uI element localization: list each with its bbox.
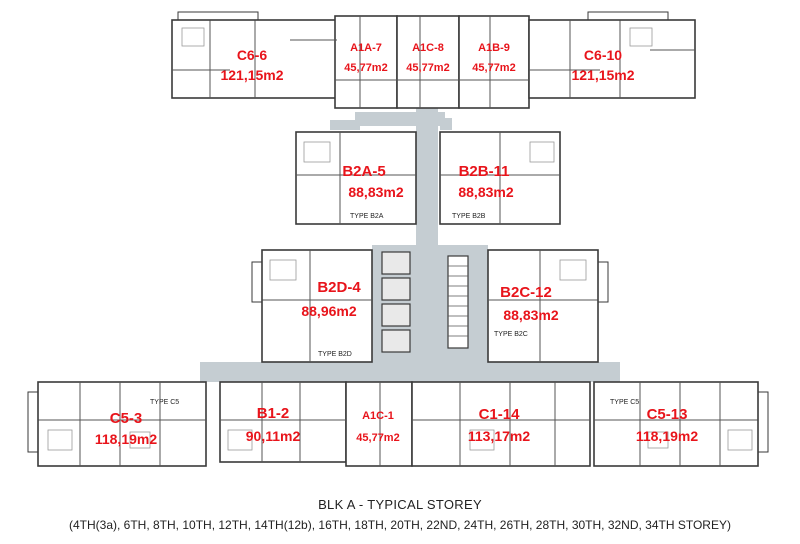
block-b1-2 <box>219 381 347 463</box>
unit-id: B2A-5 <box>342 163 385 180</box>
unit-id: B2D-4 <box>317 279 361 296</box>
lift-1 <box>381 251 411 275</box>
unit-area: 90,11m2 <box>246 428 301 444</box>
type-tag: TYPE C5 <box>610 399 639 406</box>
unit-area: 88,83m2 <box>458 184 513 200</box>
unit-area: 45,77m2 <box>406 62 449 74</box>
type-tags: TYPE B2A TYPE B2B TYPE B2D TYPE B2C TYPE… <box>150 213 639 406</box>
partitions <box>38 16 758 466</box>
plan-title: BLK A - TYPICAL STOREY <box>318 497 482 512</box>
lift-3 <box>381 303 411 327</box>
unit-id: C1-14 <box>479 406 521 423</box>
unit-id: C5-3 <box>110 410 143 427</box>
unit-area: 88,96m2 <box>301 303 356 319</box>
type-tag: TYPE B2D <box>318 351 352 358</box>
unit-area: 45,77m2 <box>472 62 515 74</box>
type-tag: TYPE B2C <box>494 331 528 338</box>
unit-area: 45,77m2 <box>356 432 399 444</box>
block-b2c-12 <box>487 249 599 363</box>
type-tag: TYPE B2B <box>452 213 486 220</box>
unit-id: C6-10 <box>584 47 622 63</box>
block-c5-13 <box>593 381 759 467</box>
block-c1-14 <box>411 381 591 467</box>
type-tag: TYPE C5 <box>150 399 179 406</box>
unit-labels: C6-6 121,15m2 A1A-7 45,77m2 A1C-8 45,77m… <box>95 42 698 447</box>
unit-area: 121,15m2 <box>220 67 283 83</box>
stair-treads <box>448 265 468 337</box>
unit-blocks <box>37 15 759 467</box>
main-corridor <box>200 362 620 382</box>
balconies <box>27 11 769 453</box>
unit-id: A1B-9 <box>478 42 510 54</box>
type-tag: TYPE B2A <box>350 213 384 220</box>
unit-area: 45,77m2 <box>344 62 387 74</box>
unit-area: 121,15m2 <box>571 67 634 83</box>
unit-id: B2C-12 <box>500 284 552 301</box>
lift-2 <box>381 277 411 301</box>
corridor-right-branch <box>440 118 452 130</box>
unit-id: C6-6 <box>237 47 268 63</box>
block-c5-3 <box>37 381 207 467</box>
floor-plan: TYPE B2A TYPE B2B TYPE B2D TYPE B2C TYPE… <box>27 11 769 467</box>
block-b2a-5 <box>295 131 417 225</box>
unit-id: C5-13 <box>647 406 688 423</box>
block-b2d-4 <box>261 249 373 363</box>
unit-id: A1C-8 <box>412 42 444 54</box>
block-a1b-9 <box>458 15 530 109</box>
unit-area: 88,83m2 <box>348 184 403 200</box>
unit-id: A1C-1 <box>362 410 394 422</box>
unit-area: 113,17m2 <box>468 428 530 444</box>
stair <box>447 255 469 349</box>
storey-list: (4TH(3a), 6TH, 8TH, 10TH, 12TH, 14TH(12b… <box>69 518 731 532</box>
unit-id: B1-2 <box>257 405 290 422</box>
unit-id: A1A-7 <box>350 42 382 54</box>
upper-cross-corridor <box>355 112 445 126</box>
block-a1c-1 <box>345 381 413 467</box>
furniture <box>47 27 753 451</box>
lift-4 <box>381 329 411 353</box>
unit-area: 118,19m2 <box>636 428 698 444</box>
core <box>381 251 469 353</box>
corridor-left-branch <box>330 120 360 130</box>
unit-area: 118,19m2 <box>95 431 157 447</box>
block-c6-10 <box>528 19 696 99</box>
block-a1c-8 <box>396 15 460 109</box>
unit-area: 88,83m2 <box>503 307 558 323</box>
block-a1a-7 <box>334 15 398 109</box>
unit-id: B2B-11 <box>459 163 510 180</box>
